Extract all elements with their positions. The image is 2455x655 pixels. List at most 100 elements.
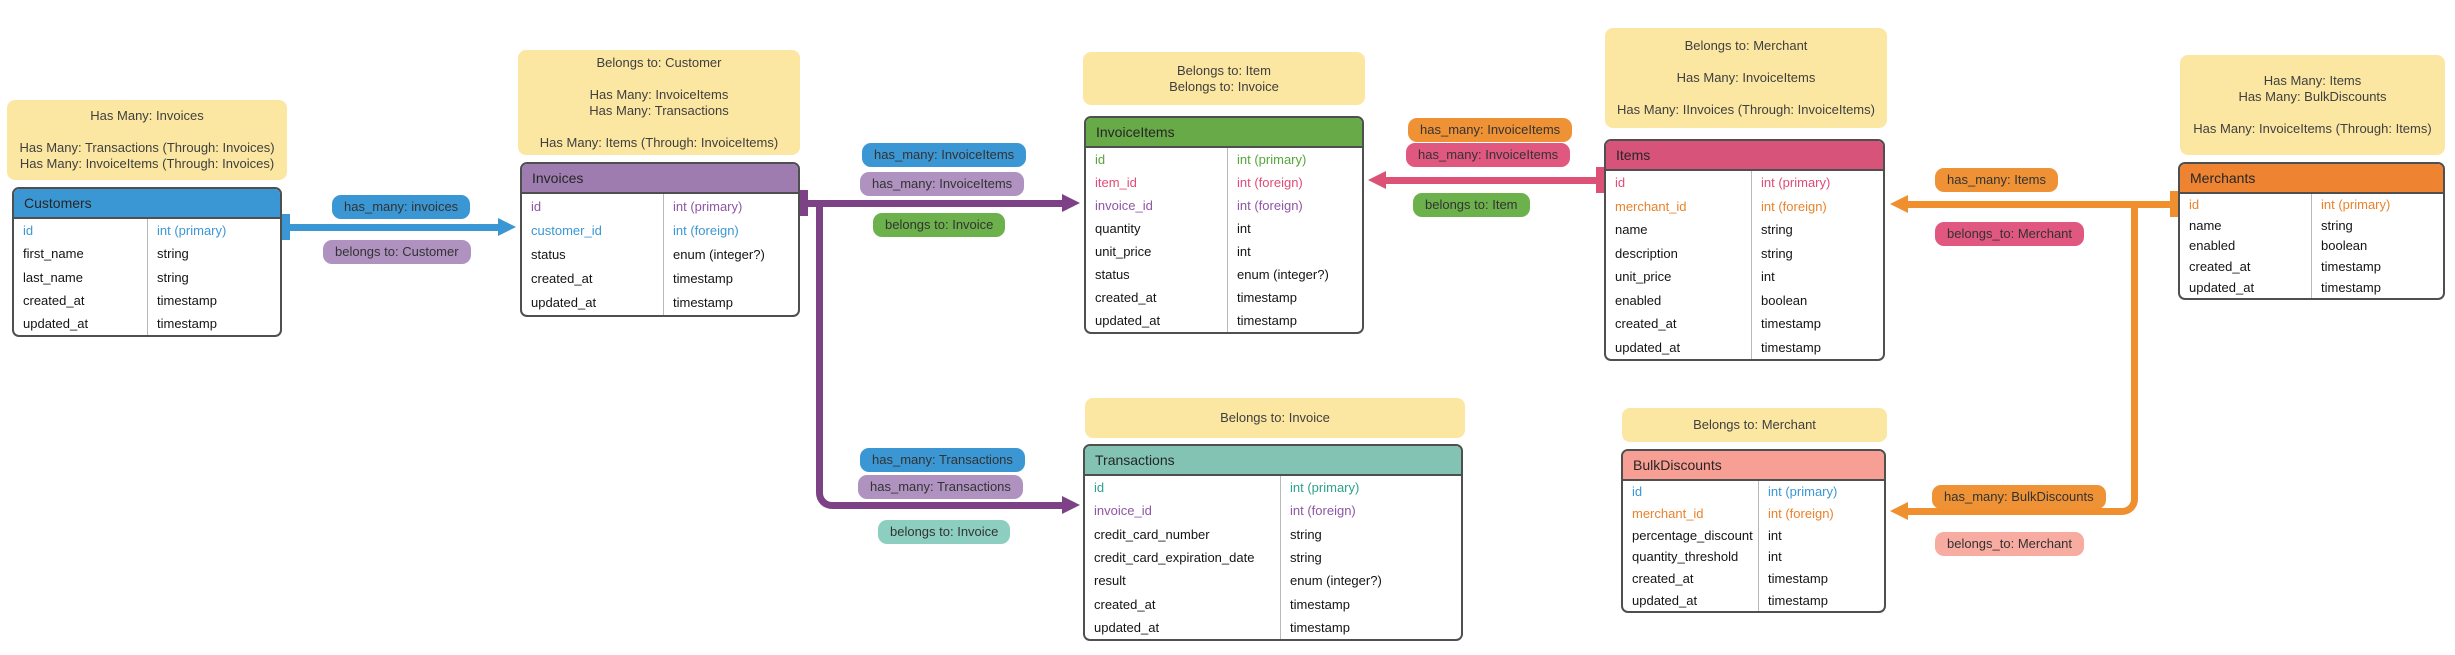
table-row: id int (primary) — [1086, 148, 1362, 171]
arrowhead — [498, 218, 516, 236]
table-merchants-header: Merchants — [2180, 164, 2443, 194]
field-name-cell: id — [14, 219, 148, 243]
field-type-cell: int (primary) — [673, 198, 743, 214]
note-bulkdiscounts[interactable]: Belongs to: Merchant — [1622, 408, 1887, 442]
field-type-cell: int (foreign) — [1761, 198, 1827, 214]
connector-invoices-transactions[interactable] — [816, 203, 1062, 509]
connector-merchants-items[interactable] — [1908, 201, 2170, 208]
table-invoiceitems[interactable]: InvoiceItems id int (primary) item_id in… — [1084, 116, 1364, 334]
table-row: created_at timestamp — [1086, 286, 1362, 309]
note-invoiceitems[interactable]: Belongs to: Item Belongs to: Invoice — [1083, 52, 1365, 105]
label-has-many-transactions-blue[interactable]: has_many: Transactions — [860, 448, 1025, 472]
table-row: invoice_id int (foreign) — [1086, 194, 1362, 217]
field-type-cell: timestamp — [2321, 280, 2381, 296]
note-line: Has Many: InvoiceItems — [589, 86, 729, 102]
table-row: id int (primary) — [1623, 481, 1884, 503]
note-line: Has Many: Invoices — [90, 108, 204, 123]
table-customers[interactable]: Customers id int (primary) first_name st… — [12, 187, 282, 337]
label-has-many-invoiceitems-blue[interactable]: has_many: InvoiceItems — [862, 143, 1027, 167]
note-transactions[interactable]: Belongs to: Invoice — [1085, 398, 1465, 438]
note-line: Belongs to: Item — [1177, 62, 1271, 78]
table-row: credit_card_number string — [1085, 522, 1461, 546]
label-belongs-to-merchant-pink[interactable]: belongs_to: Merchant — [1935, 222, 2085, 246]
field-type-cell: timestamp — [1768, 571, 1828, 587]
label-has-many-transactions-purple[interactable]: has_many: Transactions — [858, 475, 1023, 499]
table-row: name string — [1606, 218, 1883, 242]
label-has-many-invoiceitems-purple[interactable]: has_many: InvoiceItems — [860, 172, 1025, 196]
field-type-cell: string — [1290, 526, 1322, 542]
note-line: Has Many: Transactions (Through: Invoice… — [19, 140, 275, 155]
table-row: id int (primary) — [14, 219, 280, 243]
field-type-cell: timestamp — [1290, 619, 1350, 635]
field-type-cell: int (primary) — [1761, 175, 1831, 191]
table-items[interactable]: Items id int (primary) merchant_id int (… — [1604, 139, 1885, 361]
field-type-cell: boolean — [2321, 238, 2368, 254]
field-name-cell: invoice_id — [1085, 499, 1281, 523]
label-belongs-to-merchant-salmon[interactable]: belongs_to: Merchant — [1935, 532, 2085, 556]
field-name-cell: unit_price — [1606, 265, 1752, 289]
field-name-cell: quantity_threshold — [1623, 546, 1759, 568]
table-merchants[interactable]: Merchants id int (primary) name string e… — [2178, 162, 2445, 300]
field-type-cell: int — [1768, 549, 1782, 565]
table-invoices[interactable]: Invoices id int (primary) customer_id in… — [520, 162, 800, 317]
label-belongs-to-customer[interactable]: belongs to: Customer — [323, 240, 471, 264]
label-belongs-to-item[interactable]: belongs to: Item — [1413, 193, 1530, 217]
label-has-many-invoiceitems-pink[interactable]: has_many: InvoiceItems — [1406, 143, 1571, 167]
field-type-cell: enum (integer?) — [1290, 573, 1382, 589]
field-type-cell: timestamp — [157, 292, 217, 308]
label-belongs-to-invoice-green[interactable]: belongs to: Invoice — [873, 213, 1006, 237]
connector-start-stub — [800, 190, 808, 216]
table-row: updated_at timestamp — [2180, 277, 2443, 298]
field-name-cell: first_name — [14, 242, 148, 266]
label-belongs-to-invoice-teal[interactable]: belongs to: Invoice — [878, 520, 1011, 544]
note-invoices[interactable]: Belongs to: Customer Has Many: InvoiceIt… — [518, 50, 800, 155]
note-line: Has Many: Items (Through: InvoiceItems) — [539, 134, 779, 150]
connector-customers-invoices[interactable] — [288, 224, 498, 231]
note-merchants[interactable]: Has Many: Items Has Many: BulkDiscounts … — [2180, 55, 2445, 155]
field-type-cell: int (primary) — [1768, 484, 1838, 500]
table-items-header: Items — [1606, 141, 1883, 171]
note-line: Has Many: Transactions — [589, 102, 729, 118]
table-row: created_at timestamp — [1606, 312, 1883, 336]
connector-items-invoiceitems[interactable] — [1386, 177, 1596, 184]
field-type-cell: int (foreign) — [673, 222, 739, 238]
connector-start-stub — [2170, 191, 2178, 217]
field-type-cell: timestamp — [1290, 596, 1350, 612]
label-has-many-invoiceitems-orange[interactable]: has_many: InvoiceItems — [1408, 118, 1573, 142]
field-name-cell: quantity — [1086, 217, 1228, 240]
note-customers[interactable]: Has Many: Invoices Has Many: Transaction… — [7, 100, 287, 180]
field-type-cell: string — [1761, 245, 1793, 261]
note-line: Has Many: InvoiceItems (Through: Items) — [2193, 121, 2432, 136]
table-row: updated_at timestamp — [1623, 589, 1884, 611]
label-has-many-items[interactable]: has_many: Items — [1935, 168, 2058, 192]
note-items[interactable]: Belongs to: Merchant Has Many: InvoiceIt… — [1605, 28, 1887, 128]
field-name-cell: updated_at — [1085, 615, 1281, 639]
table-row: unit_price int — [1086, 240, 1362, 263]
table-row: status enum (integer?) — [1086, 263, 1362, 286]
label-has-many-bulkdiscounts[interactable]: has_many: BulkDiscounts — [1932, 485, 2106, 509]
field-name-cell: enabled — [1606, 288, 1752, 312]
table-invoiceitems-header: InvoiceItems — [1086, 118, 1362, 148]
table-row: updated_at timestamp — [1085, 615, 1461, 639]
note-line: Has Many: BulkDiscounts — [2238, 89, 2387, 104]
field-type-cell: timestamp — [1237, 290, 1297, 305]
label-has-many-invoices[interactable]: has_many: invoices — [332, 195, 471, 219]
field-name-cell: created_at — [522, 266, 664, 291]
field-type-cell: timestamp — [673, 271, 733, 287]
table-row: enabled boolean — [2180, 235, 2443, 257]
table-bulkdiscounts[interactable]: BulkDiscounts id int (primary) merchant_… — [1621, 449, 1886, 613]
field-name-cell: updated_at — [1623, 589, 1759, 611]
connector-merchants-bulkdiscounts[interactable] — [1908, 204, 2138, 515]
field-type-cell: int (primary) — [2321, 196, 2391, 212]
table-row: updated_at timestamp — [522, 290, 798, 315]
field-name-cell: id — [2180, 194, 2312, 215]
field-type-cell: timestamp — [1761, 339, 1821, 355]
arrowhead — [1062, 496, 1080, 514]
field-name-cell: updated_at — [1086, 309, 1228, 332]
field-type-cell: timestamp — [1761, 316, 1821, 332]
table-row: id int (primary) — [1085, 476, 1461, 500]
field-type-cell: int (primary) — [157, 223, 227, 239]
table-row: created_at timestamp — [522, 266, 798, 291]
table-transactions[interactable]: Transactions id int (primary) invoice_id… — [1083, 444, 1463, 641]
connector-invoices-invoiceitems[interactable] — [806, 200, 1062, 207]
